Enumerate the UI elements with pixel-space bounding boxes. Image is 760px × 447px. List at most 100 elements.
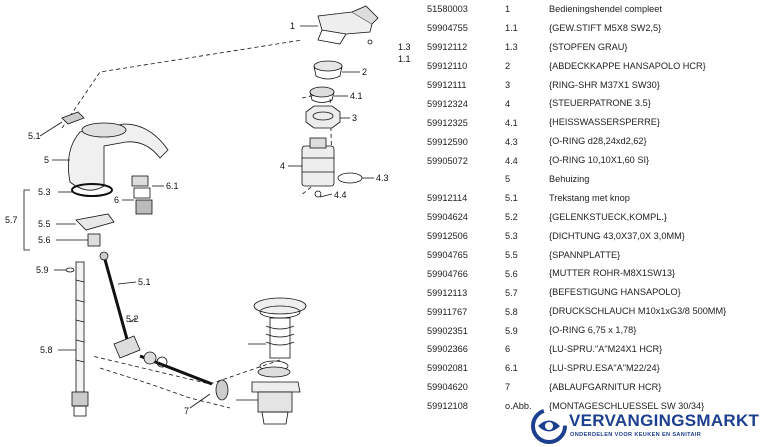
part-description: {HEISSWASSERSPERRE} xyxy=(549,117,660,128)
callout-5-7: 5.7 xyxy=(5,215,18,225)
part-number: 59912324 xyxy=(427,98,468,109)
parts-row: 59904620 7 {ABLAUFGARNITUR HCR} xyxy=(426,378,760,397)
position-number: 4.1 xyxy=(505,117,518,128)
callout-5-2: 5.2 xyxy=(126,314,139,324)
part-number: 59904766 xyxy=(427,268,468,279)
position-number: 1 xyxy=(505,4,511,15)
position-number: 5.5 xyxy=(505,250,518,261)
parts-row: 59904766 5.6 {MUTTER ROHR-M8X1SW13} xyxy=(426,264,760,283)
cover-cap-part xyxy=(313,60,360,80)
parts-list-body: 51580003 1 Bedieningshendel compleet 599047… xyxy=(426,0,760,416)
parts-row: 59912325 4.1 {HEISSWASSERSPERRE} xyxy=(426,113,760,132)
position-number: 5.8 xyxy=(505,306,518,317)
clamp-plate-part xyxy=(75,213,115,231)
o-ring-part xyxy=(65,267,75,273)
callout-5-1: 5.1 xyxy=(28,131,41,141)
hot-water-stop-part xyxy=(309,86,348,103)
part-number: 59902351 xyxy=(427,325,468,336)
callout-4: 4 xyxy=(280,161,285,171)
part-number: 59905072 xyxy=(427,155,468,166)
part-number: 59911767 xyxy=(427,306,468,317)
part-number: 59904765 xyxy=(427,250,468,261)
callout-7: 7 xyxy=(184,406,189,416)
position-number: 4.4 xyxy=(505,155,518,166)
parts-row: 59904755 1.1 {GEW.STIFT M5X8 SW2,5} xyxy=(426,19,760,38)
position-number: 4 xyxy=(505,98,511,109)
part-number xyxy=(426,170,505,189)
part-description: Bedieningshendel compleet xyxy=(549,3,662,14)
part-description: {BEFESTIGUNG HANSAPOLO} xyxy=(549,287,681,298)
callout-4-1: 4.1 xyxy=(350,91,363,101)
aerator-part xyxy=(122,175,164,215)
part-number: 59904620 xyxy=(427,382,468,393)
callout-1: 1 xyxy=(290,21,295,31)
callout-6: 6 xyxy=(114,195,119,205)
position-number: 6 xyxy=(505,344,511,355)
cartridge-part xyxy=(288,137,374,198)
callout-5-5: 5.5 xyxy=(38,219,51,229)
parts-row: 51580003 1 Bedieningshendel compleet xyxy=(426,0,760,19)
part-description: {MUTTER ROHR-M8X1SW13} xyxy=(549,268,676,279)
part-number: 59904755 xyxy=(427,23,468,34)
mounting-bracket-line xyxy=(23,189,30,251)
part-description: {RING-SHR M37X1 SW30} xyxy=(549,79,660,90)
lever-handle-part xyxy=(300,5,379,45)
parts-row: 59912324 4 {STEUERPATRONE 3.5} xyxy=(426,94,760,113)
part-number: 59912506 xyxy=(427,231,468,242)
position-number: 1.1 xyxy=(505,23,518,34)
position-number: 7 xyxy=(505,382,511,393)
part-description: {O-RING d28,24xd2,62} xyxy=(549,136,647,147)
position-number: 3 xyxy=(505,80,511,90)
logo-tagline: ONDERDELEN VOOR KEUKEN EN SANITAIR xyxy=(570,432,702,438)
part-number: 51580003 xyxy=(427,4,468,15)
parts-row: 59902351 5.9 {O-RING 6,75 x 1,78} xyxy=(426,321,760,340)
position-number: 5.9 xyxy=(505,325,518,336)
position-number: 5.3 xyxy=(505,231,518,242)
part-number: 59912114 xyxy=(427,193,468,204)
callout-4-4: 4.4 xyxy=(334,190,347,200)
part-description: {MONTAGESCHLUESSEL SW 30/34} xyxy=(549,400,705,411)
position-number: 5.1 xyxy=(505,193,518,204)
parts-row: 59912506 5.3 {DICHTUNG 43,0X37,0X 3,0MM} xyxy=(426,227,760,246)
part-description: {ABLAUFGARNITUR HCR} xyxy=(549,381,662,392)
part-description: {STOPFEN GRAU} xyxy=(549,41,628,52)
gasket-part xyxy=(71,183,113,197)
exploded-view-diagram: 1 1.3 1.1 2 4.1 3 4 4.3 4.4 5.1 5 5.3 6.… xyxy=(5,5,411,425)
part-description: {ABDECKKAPPE HANSAPOLO HCR} xyxy=(549,60,706,71)
vervangingsmarkt-logo: VERVANGINGSMARKT ONDERDELEN VOOR KEUKEN … xyxy=(528,403,760,447)
callout-2: 2 xyxy=(362,67,367,77)
position-number: 5.6 xyxy=(505,268,518,279)
callout-5-1b: 5.1 xyxy=(138,277,151,287)
parts-row: 59904624 5.2 {GELENKSTUECK,KOMPL.} xyxy=(426,208,760,227)
part-description: Behuizing xyxy=(549,173,590,184)
mounting-nut-part xyxy=(87,233,101,247)
position-number: 5.2 xyxy=(505,212,518,223)
callout-5-3: 5.3 xyxy=(38,187,51,197)
callout-5-6: 5.6 xyxy=(38,235,51,245)
part-description: {LU-SPRU.ESA"A"M22/24} xyxy=(549,362,660,373)
assembly-dashed-outline xyxy=(61,39,333,385)
part-number: 59912108 xyxy=(427,401,468,412)
part-description: {STEUERPATRONE 3.5} xyxy=(549,98,651,109)
part-description: {LU-SPRU."A"M24X1 HCR} xyxy=(549,343,663,354)
part-description: {GEW.STIFT M5X8 SW2,5} xyxy=(549,22,662,33)
part-number: 59912325 xyxy=(427,117,468,128)
part-number: 59912113 xyxy=(427,287,468,298)
part-number: 59912111 xyxy=(427,80,467,90)
position-number: 1.3 xyxy=(505,42,518,53)
callout-5-9: 5.9 xyxy=(36,265,49,275)
part-number: 59912112 xyxy=(427,42,468,53)
position-number: 5 xyxy=(505,174,511,185)
part-description: {O-RING 6,75 x 1,78} xyxy=(549,325,637,336)
position-number: 6.1 xyxy=(505,363,518,374)
callout-5: 5 xyxy=(44,155,49,165)
part-number: 59904624 xyxy=(427,212,468,223)
part-description: {GELENKSTUECK,KOMPL.} xyxy=(549,211,667,222)
part-description: {DICHTUNG 43,0X37,0X 3,0MM} xyxy=(549,230,685,241)
